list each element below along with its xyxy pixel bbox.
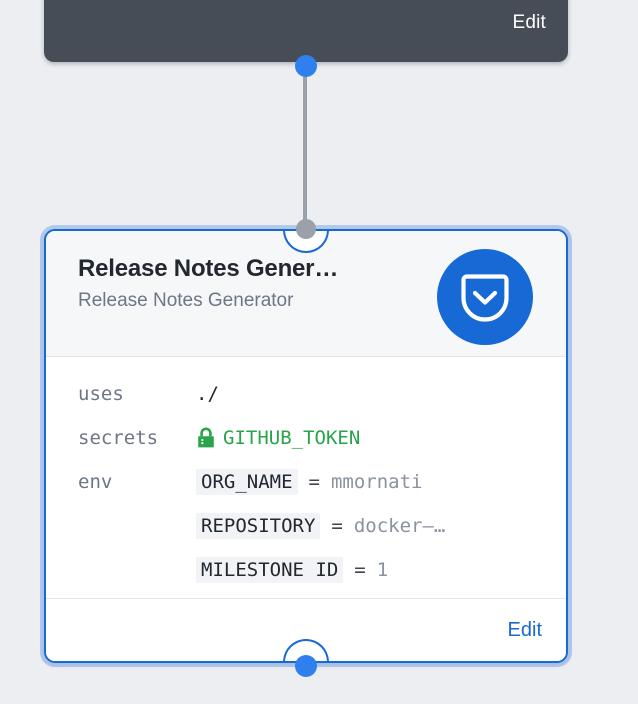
card-badge — [437, 249, 533, 345]
env-variable-name: ORG_NAME — [196, 469, 298, 495]
card-edit-button[interactable]: Edit — [507, 618, 542, 641]
card-subtitle: Release Notes Generator — [78, 289, 294, 311]
shield-chevron-down-icon — [459, 270, 511, 324]
row-secrets-key: secrets — [78, 427, 159, 449]
env-variable-value: mmornati — [330, 471, 423, 493]
card-title: Release Notes Gener… — [78, 255, 339, 282]
card-input-port[interactable] — [296, 219, 316, 239]
card-output-port[interactable] — [295, 655, 317, 677]
env-equals-sign: = — [308, 471, 320, 493]
env-variable-name: MILESTONE ID — [196, 557, 344, 583]
env-equals-sign: = — [354, 559, 366, 581]
row-env-key: env — [78, 471, 113, 493]
row-secrets-value: GITHUB_TOKEN — [223, 427, 361, 449]
env-variable-value: 1 — [376, 559, 389, 581]
env-variable-name: REPOSITORY — [196, 513, 321, 539]
env-item: REPOSITORY = docker–… — [196, 511, 445, 541]
row-secrets-value-group: GITHUB_TOKEN — [196, 423, 360, 453]
row-uses-key: uses — [78, 383, 124, 405]
previous-node-output-notch — [284, 41, 328, 63]
env-variable-value: docker–… — [353, 515, 446, 537]
row-secrets: secrets GITHUB_TOKEN — [78, 423, 542, 453]
row-env: env ORG_NAME = mmornati REPOSITORY = doc… — [78, 467, 542, 585]
previous-node-card[interactable]: Edit — [44, 0, 568, 63]
env-equals-sign: = — [331, 515, 343, 537]
row-uses: uses ./ — [78, 379, 542, 409]
env-variable-list: ORG_NAME = mmornati REPOSITORY = docker–… — [196, 467, 445, 585]
connector-line — [303, 62, 307, 230]
env-item: ORG_NAME = mmornati — [196, 467, 445, 497]
previous-node-output-port[interactable] — [295, 55, 317, 77]
previous-node-edit-button[interactable]: Edit — [512, 12, 546, 33]
row-uses-value: ./ — [196, 383, 219, 405]
env-item: MILESTONE ID = 1 — [196, 555, 445, 585]
lock-icon — [196, 427, 216, 449]
card-body: uses ./ secrets GITHUB_TOKEN — [46, 357, 566, 598]
release-notes-generator-card[interactable]: Release Notes Gener… Release Notes Gener… — [44, 229, 568, 663]
